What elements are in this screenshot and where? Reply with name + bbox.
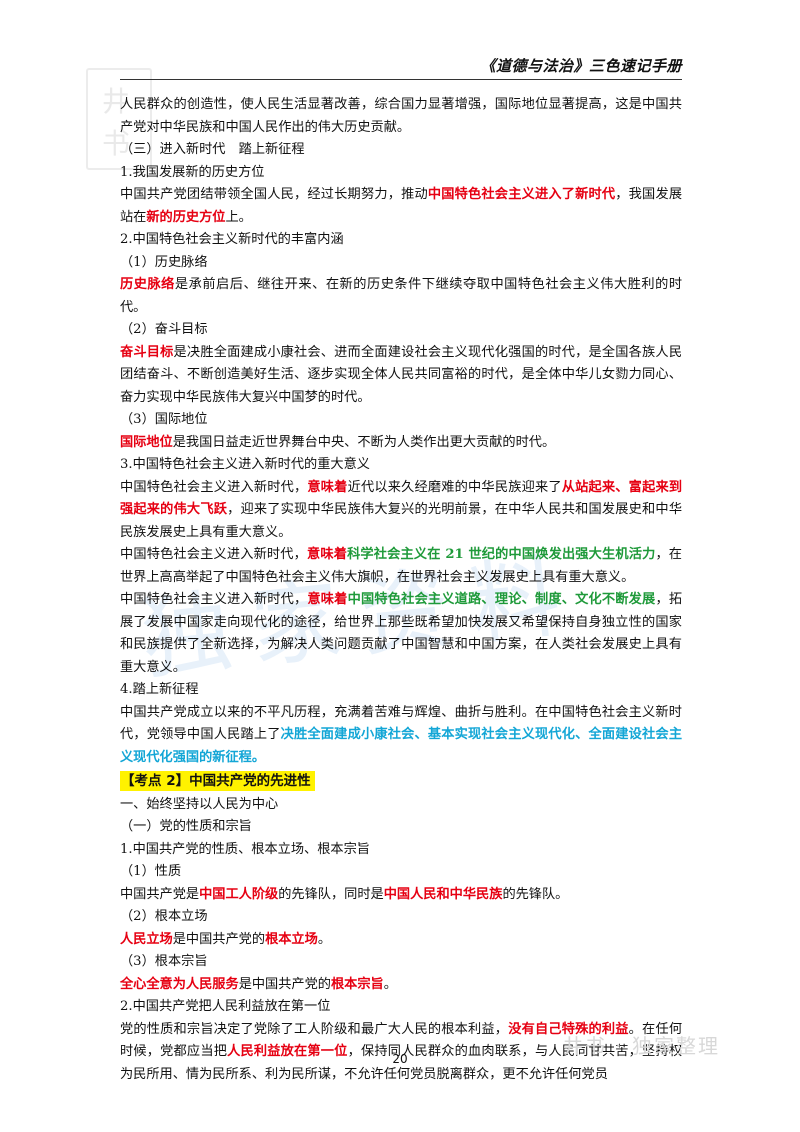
text-run: （一）党的性质和宗旨 [120,819,252,834]
paragraph: 2.中国共产党把人民利益放在第一位 [120,996,682,1019]
section-heading-highlight: 【考点 2】中国共产党的先进性 [120,771,315,791]
paragraph: 国际地位是我国日益走近世界舞台中央、不断为人类作出更大贡献的时代。 [120,432,682,455]
text-run: 。在任何时候，党都应当把 [120,1021,683,1060]
emphasis-red: 意味着 [307,592,348,607]
paragraph: （1）历史脉络 [120,252,682,275]
text-run: （三）进入新时代 踏上新征程 [120,142,305,157]
paragraph: 中国特色社会主义进入新时代，意味着科学社会主义在 21 世纪的中国焕发出强大生机… [120,544,682,589]
text-run: 是中国共产党的 [172,931,266,947]
text-run: ，我国发展站在 [120,187,683,225]
emphasis-red: 中国特色社会主义进入了新时代 [427,187,616,202]
header-divider [120,79,682,80]
watermark-char-2: 书 [102,127,131,160]
text-run: 2.中国特色社会主义新时代的丰富内涵 [120,232,344,247]
emphasis-red: 意味着 [307,547,348,562]
text-run: 中国特色社会主义进入新时代， [120,592,308,607]
text-run: 2.中国共产党把人民利益放在第一位 [120,999,331,1014]
paragraph: 历史脉络是承前启后、继往开来、在新的历史条件下继续夺取中国特色社会主义伟大胜利的… [120,274,682,319]
text-run: （3）国际地位 [120,412,208,427]
paragraph: （2）奋斗目标 [120,319,682,342]
paragraph: 3.中国特色社会主义进入新时代的重大意义 [120,454,682,477]
paragraph: 1.我国发展新的历史方位 [120,162,682,185]
paragraph: 中国共产党团结带领全国人民，经过长期努力，推动中国特色社会主义进入了新时代，我国… [120,184,682,229]
paragraph: （三）进入新时代 踏上新征程 [120,139,682,162]
text-run: 党的性质和宗旨决定了党除了工人阶级和最广大人民的根本利益， [120,1021,509,1037]
text-run: （1）性质 [120,864,182,879]
paragraph: （2）根本立场 [120,906,682,929]
paragraph: 中国共产党是中国工人阶级的先锋队，同时是中国人民和中华民族的先锋队。 [120,884,682,907]
text-run: 4.踏上新征程 [120,682,199,697]
text-run: 中国共产党是 [120,886,200,902]
emphasis-red: 从站起来、富起来到强起来的伟大飞跃 [120,479,683,518]
text-run: （2）根本立场 [120,909,208,924]
paragraph: 人民立场是中国共产党的根本立场。 [120,929,682,952]
text-run: 人民群众的创造性，使人民生活显著改善，综合国力显著增强，国际地位显著提高，这是中… [120,97,682,135]
emphasis-red: 中国工人阶级 [199,886,279,902]
paragraph: 人民群众的创造性，使人民生活显著改善，综合国力显著增强，国际地位显著提高，这是中… [120,94,682,139]
paragraph: 奋斗目标是决胜全面建成小康社会、进而全面建设社会主义现代化强国的时代，是全国各族… [120,342,682,410]
text-run: （1）历史脉络 [120,254,208,270]
emphasis-red: 意味着 [307,479,348,495]
text-run: 中国特色社会主义进入新时代， [120,547,307,562]
text-run: 1.中国共产党的性质、根本立场、根本宗旨 [120,841,370,857]
emphasis-green: 科学社会主义在 21 世纪的中国焕发出强大生机活力 [347,547,656,562]
paragraph: 【考点 2】中国共产党的先进性 [120,769,682,794]
paragraph: 党的性质和宗旨决定了党除了工人阶级和最广大人民的根本利益，没有自己特殊的利益。在… [120,1019,682,1087]
paragraph: （1）性质 [120,861,682,884]
text-run: 一、始终坚持以人民为中心 [120,796,279,812]
document-body: 人民群众的创造性，使人民生活显著改善，综合国力显著增强，国际地位显著提高，这是中… [120,94,682,1086]
emphasis-red: 新的历史方位 [146,209,226,225]
paragraph: 全心全意为人民服务是中国共产党的根本宗旨。 [120,974,682,997]
paragraph: （一）党的性质和宗旨 [120,816,682,839]
page-header-title: 《道德与法治》三色速记手册 [480,57,682,75]
watermark-bottom-right: 井书 · 独家整理 [562,1034,720,1058]
emphasis-blue: 决胜全面建成小康社会、基本实现社会主义现代化、全面建设社会主义现代化强国的新征程… [120,727,683,765]
text-run: ，保持同人民群众的血肉联系，与人民同甘共苦，坚持权为民所用、情为民所系、利为民所… [120,1044,683,1082]
text-run: 中国特色社会主义进入新时代， [120,479,308,495]
paragraph: 4.踏上新征程 [120,679,682,702]
text-run: 是决胜全面建成小康社会、进而全面建设社会主义现代化强国的时代，是全国各族人民团结… [120,344,683,405]
paragraph: 中国特色社会主义进入新时代，意味着中国特色社会主义道路、理论、制度、文化不断发展… [120,589,682,679]
text-run: 。 [317,931,331,947]
text-run: ，在世界上高高举起了中国特色社会主义伟大旗帜，在世界社会主义发展史上具有重大意义… [120,547,682,585]
emphasis-red: 奋斗目标 [120,344,174,360]
emphasis-red: 根本宗旨 [331,976,384,992]
text-run: 中国共产党成立以来的不平凡历程，充满着苦难与辉煌、曲折与胜利。在中国特色社会主义… [120,704,682,743]
watermark-char-1: 井 [102,85,131,118]
emphasis-red: 人民利益放在第一位 [227,1044,348,1059]
text-run: 近代以来久经磨难的中华民族迎来了 [347,479,562,495]
emphasis-green: 中国特色社会主义道路、理论、制度、文化不断发展 [347,592,656,607]
paragraph: （3）根本宗旨 [120,951,682,974]
emphasis-red: 根本立场 [265,931,318,947]
text-run: ，拓展了发展中国家走向现代化的途径，给世界上那些既希望加快发展又希望保持自身独立… [120,592,683,675]
text-run: 的先锋队。 [502,886,569,902]
text-run: 的先锋队，同时是 [278,886,384,902]
paragraph: 中国共产党成立以来的不平凡历程，充满着苦难与辉煌、曲折与胜利。在中国特色社会主义… [120,702,682,770]
text-run: （2）奋斗目标 [120,322,208,337]
emphasis-red: 没有自己特殊的利益 [508,1021,629,1037]
emphasis-red: 历史脉络 [120,277,175,292]
paragraph: 1.中国共产党的性质、根本立场、根本宗旨 [120,839,682,862]
text-run: 是承前启后、继往开来、在新的历史条件下继续夺取中国特色社会主义伟大胜利的时代。 [120,277,683,315]
text-run: （3）根本宗旨 [120,954,208,969]
paragraph: （3）国际地位 [120,409,682,432]
watermark-logo: 井 书 [86,68,152,170]
text-run: 3.中国特色社会主义进入新时代的重大意义 [120,457,370,472]
emphasis-red: 人民立场 [120,931,173,947]
page-number: 20 [392,1052,408,1066]
emphasis-red: 全心全意为人民服务 [120,976,239,992]
text-run: 1.我国发展新的历史方位 [120,164,265,180]
text-run: ，迎来了实现中华民族伟大复兴的光明前景，在中华人民共和国发展史和中华民族发展史上… [120,502,683,540]
text-run: 是我国日益走近世界舞台中央、不断为人类作出更大贡献的时代。 [172,434,556,450]
emphasis-red: 中国人民和中华民族 [383,886,503,902]
text-run: 中国共产党团结带领全国人民，经过长期努力，推动 [120,187,428,202]
paragraph: 中国特色社会主义进入新时代，意味着近代以来久经磨难的中华民族迎来了从站起来、富起… [120,477,682,545]
text-run: 是中国共产党的 [238,976,331,992]
paragraph: 一、始终坚持以人民为中心 [120,794,682,817]
text-run: 。 [383,976,397,992]
paragraph: 2.中国特色社会主义新时代的丰富内涵 [120,229,682,252]
emphasis-red: 国际地位 [120,434,173,450]
text-run: 上。 [225,209,252,225]
